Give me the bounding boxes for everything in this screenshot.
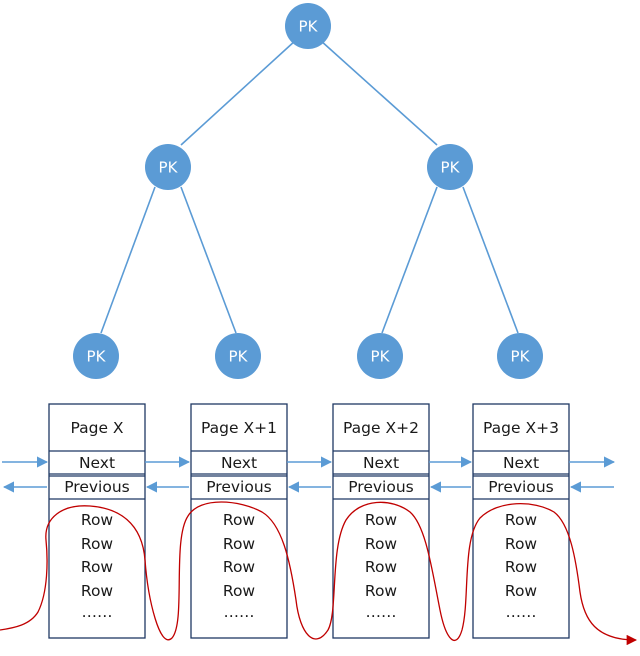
leaf-node-2: PK — [215, 333, 261, 379]
edge-root-left — [180, 39, 297, 146]
row-label: Row — [365, 558, 398, 576]
leaf-node-2-label: PK — [229, 348, 249, 366]
row-label: Row — [505, 558, 538, 576]
row-label: Row — [81, 535, 114, 553]
internal-node-left-label: PK — [159, 159, 179, 177]
tree-nodes: PK PK PK PK PK PK PK — [73, 3, 543, 379]
ellipsis-label: …… — [82, 603, 113, 621]
edge-right-leaf3 — [381, 186, 438, 334]
previous-pointer-label: Previous — [206, 478, 272, 496]
internal-node-right-label: PK — [441, 159, 461, 177]
row-label: Row — [81, 511, 114, 529]
page-title: Page X+1 — [201, 419, 277, 437]
row-label: Row — [81, 582, 114, 600]
ellipsis-label: …… — [366, 603, 397, 621]
row-label: Row — [81, 558, 114, 576]
leaf-node-3-label: PK — [371, 348, 391, 366]
root-node-label: PK — [299, 18, 319, 36]
sequential-scan-path — [0, 501, 638, 646]
previous-pointer-label: Previous — [64, 478, 130, 496]
row-label: Row — [365, 582, 398, 600]
edge-left-leaf2 — [180, 186, 237, 334]
page-x-plus-3: Page X+3 Next Previous Row Row Row Row …… — [472, 403, 570, 639]
next-pointer-label: Next — [221, 454, 257, 472]
edge-left-leaf1 — [100, 186, 156, 334]
ellipsis-label: …… — [224, 603, 255, 621]
internal-node-left: PK — [145, 144, 191, 190]
page-title: Page X+3 — [483, 419, 559, 437]
row-label: Row — [505, 582, 538, 600]
row-label: Row — [223, 511, 256, 529]
edge-root-right — [319, 39, 438, 146]
leaf-node-1: PK — [73, 333, 119, 379]
next-pointer-label: Next — [363, 454, 399, 472]
leaf-node-3: PK — [357, 333, 403, 379]
edge-right-leaf4 — [462, 186, 519, 334]
page-title: Page X+2 — [343, 419, 419, 437]
internal-node-right: PK — [427, 144, 473, 190]
previous-pointer-label: Previous — [348, 478, 414, 496]
page-title: Page X — [70, 419, 123, 437]
row-label: Row — [505, 511, 538, 529]
page-x-plus-2: Page X+2 Next Previous Row Row Row Row …… — [332, 403, 430, 639]
row-label: Row — [505, 535, 538, 553]
leaf-node-4: PK — [497, 333, 543, 379]
tree-edges — [100, 39, 519, 334]
page-x-plus-1: Page X+1 Next Previous Row Row Row Row …… — [190, 403, 288, 639]
leaf-node-4-label: PK — [511, 348, 531, 366]
row-label: Row — [365, 511, 398, 529]
previous-pointer-label: Previous — [488, 478, 554, 496]
leaf-node-1-label: PK — [87, 348, 107, 366]
root-node: PK — [285, 3, 331, 49]
row-label: Row — [223, 558, 256, 576]
page-x: Page X Next Previous Row Row Row Row …… — [48, 403, 146, 639]
row-label: Row — [223, 535, 256, 553]
next-pointer-label: Next — [503, 454, 539, 472]
next-pointer-label: Next — [79, 454, 115, 472]
ellipsis-label: …… — [506, 603, 537, 621]
row-label: Row — [223, 582, 256, 600]
row-label: Row — [365, 535, 398, 553]
